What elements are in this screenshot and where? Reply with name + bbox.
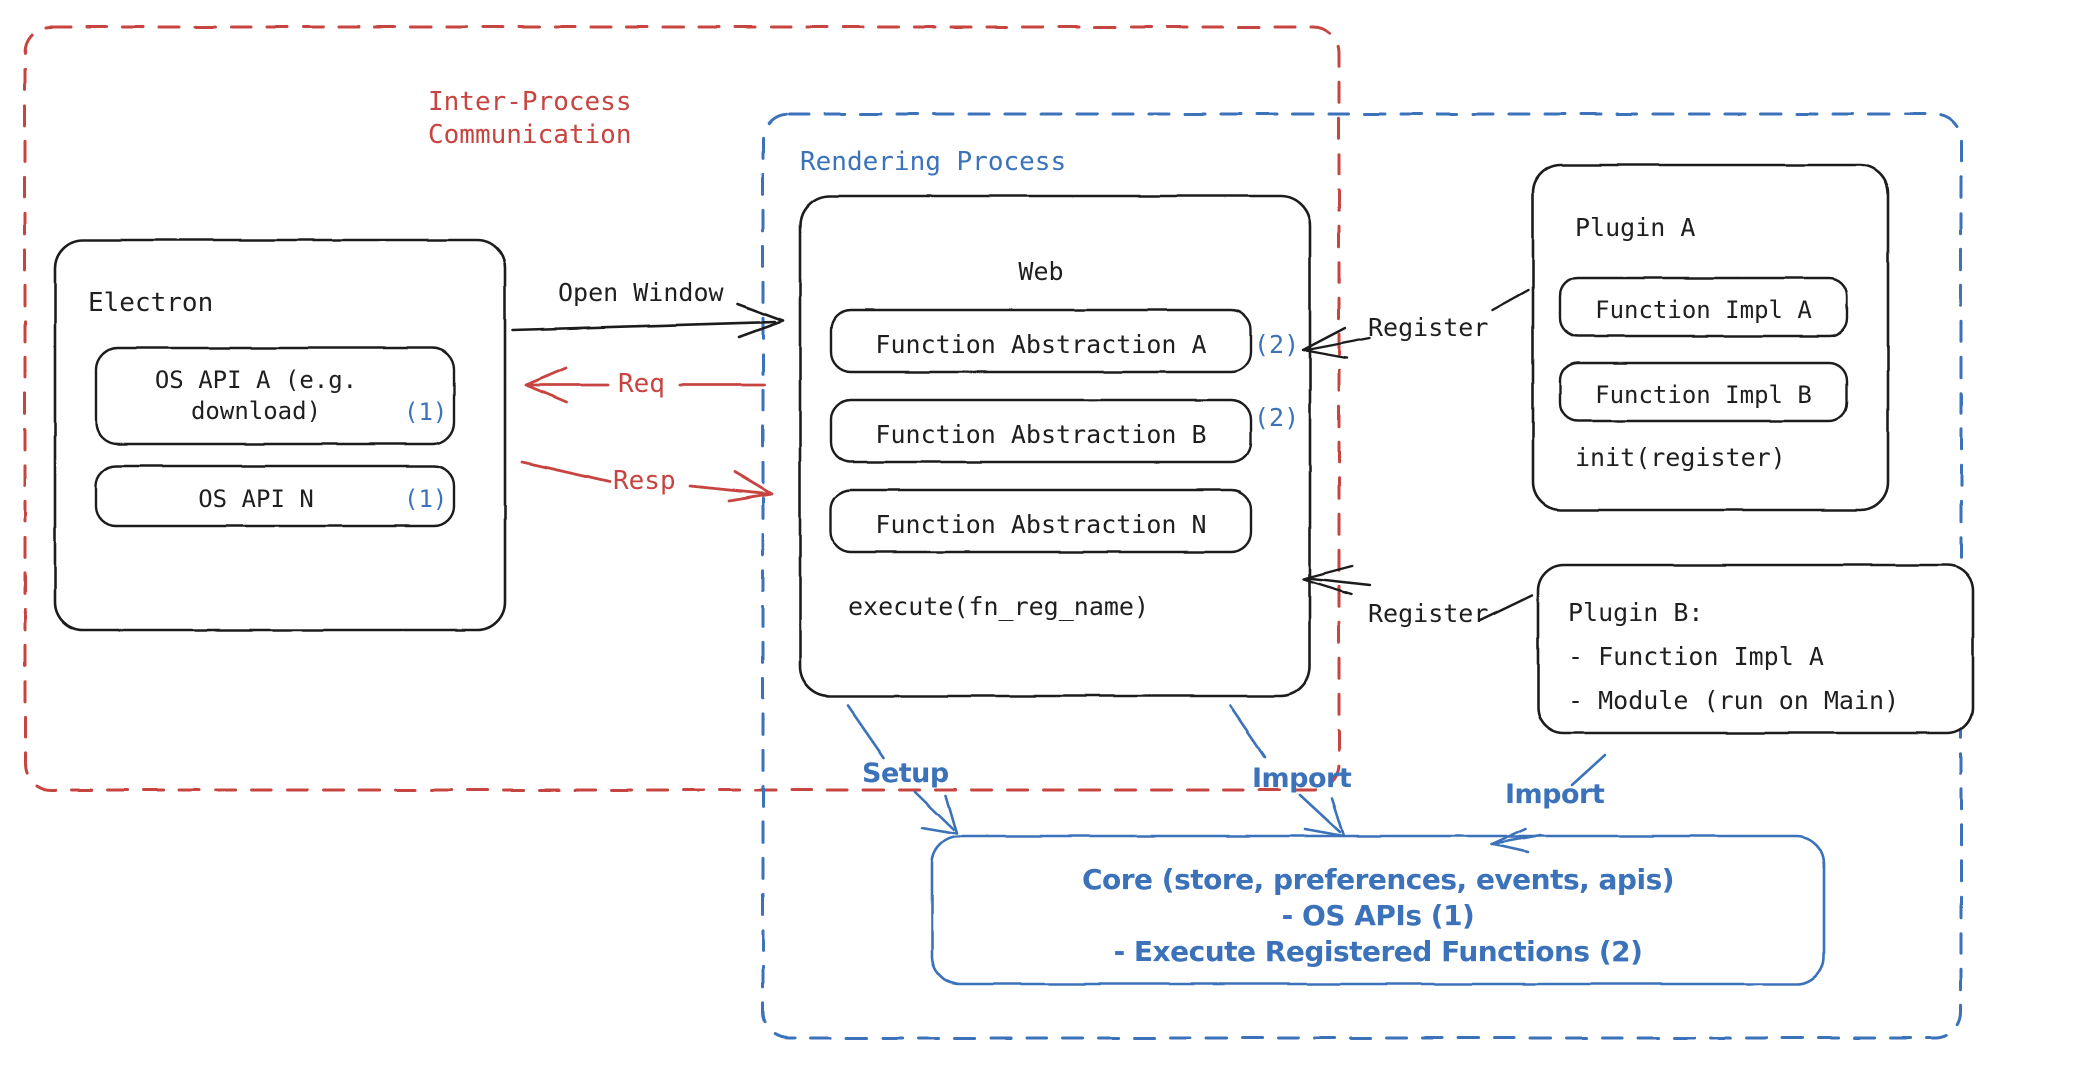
import-plugin-b-arrow-label: Import <box>1505 779 1605 810</box>
setup-arrow-label: Setup <box>862 758 949 789</box>
open-window-arrow-label: Open Window <box>558 278 724 307</box>
register-plugin-b-arrow-label: Register <box>1368 599 1489 628</box>
register-plugin-a-arrow-label: Register <box>1368 313 1489 342</box>
plugin-b-line-2: - Function Impl A <box>1568 642 1824 671</box>
plugin-b-line-3: - Module (run on Main) <box>1568 686 1900 715</box>
function-abstraction-a-label: Function Abstraction A <box>875 330 1207 359</box>
core-line-3: - Execute Registered Functions (2) <box>1113 935 1643 968</box>
web-box-title: Web <box>1018 257 1064 286</box>
core-line-2: - OS APIs (1) <box>1281 899 1475 932</box>
os-api-n-marker: (1) <box>404 485 448 513</box>
function-abstraction-b-marker: (2) <box>1254 403 1300 432</box>
electron-box-title: Electron <box>88 288 214 318</box>
os-api-a-label: OS API A (e.g. download) <box>154 366 358 425</box>
resp-arrow-label: Resp <box>613 466 676 496</box>
ipc-container-label: Inter-Process Communication <box>428 87 632 151</box>
function-abstraction-n-label: Function Abstraction N <box>875 510 1207 539</box>
import-web-arrow-label: Import <box>1252 763 1352 794</box>
plugin-b-line-1: Plugin B: <box>1568 598 1704 627</box>
function-abstraction-b-label: Function Abstraction B <box>875 420 1207 449</box>
function-impl-a-label: Function Impl A <box>1595 296 1812 324</box>
os-api-a-marker: (1) <box>404 398 448 426</box>
plugin-a-box-title: Plugin A <box>1575 213 1696 242</box>
req-arrow-label: Req <box>618 369 665 399</box>
os-api-n-label: OS API N <box>198 485 314 513</box>
function-abstraction-a-marker: (2) <box>1254 330 1300 359</box>
plugin-a-box-footer: init(register) <box>1575 443 1786 472</box>
core-line-1: Core (store, preferences, events, apis) <box>1081 863 1675 896</box>
function-impl-b-label: Function Impl B <box>1595 381 1812 409</box>
rendering-process-container-label: Rendering Process <box>800 147 1067 177</box>
web-box-footer: execute(fn_reg_name) <box>848 592 1150 621</box>
